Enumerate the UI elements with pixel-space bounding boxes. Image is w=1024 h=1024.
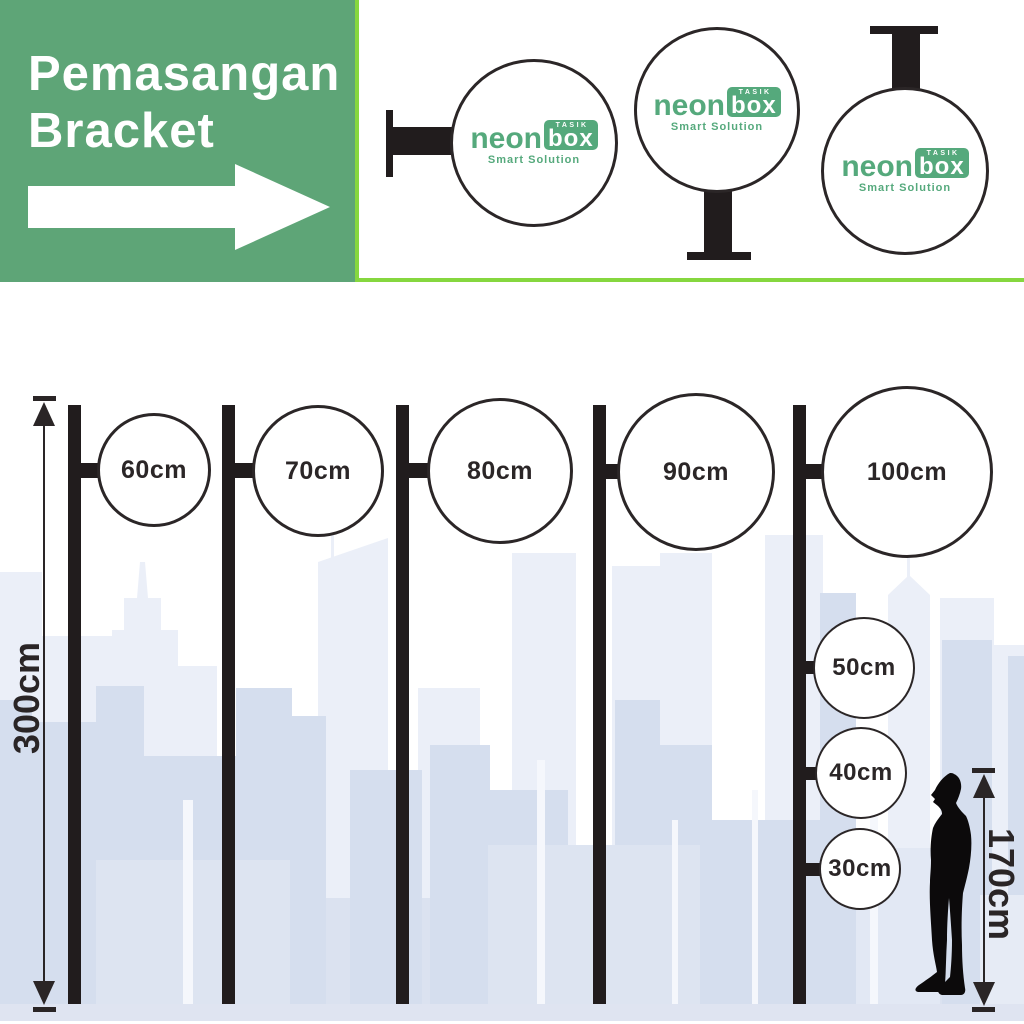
accent-line-horizontal	[359, 278, 1024, 282]
pole-2	[222, 405, 235, 1004]
arm-40	[806, 767, 817, 780]
pole-4	[593, 405, 606, 1004]
measure-300-down-arrow	[33, 981, 55, 1005]
size-label-80: 80cm	[467, 456, 533, 485]
size-disc-80: 80cm	[427, 398, 573, 544]
size-disc-70: 70cm	[252, 405, 384, 537]
size-label-90: 90cm	[663, 457, 729, 486]
measure-300-up-arrow	[33, 402, 55, 426]
logo-box-badge: TASIK box	[727, 86, 781, 119]
logo-box-badge: TASIK box	[915, 147, 969, 180]
logo-tagline: Smart Solution	[487, 154, 581, 167]
size-disc-40: 40cm	[815, 727, 907, 819]
logo-neon-text: neon	[653, 88, 725, 122]
measure-300-bottom-cap	[33, 1007, 56, 1012]
logo-tasik-text: TASIK	[738, 88, 772, 96]
person-silhouette	[915, 773, 972, 995]
logo-box-text: box	[731, 91, 777, 119]
pole-height-label: 300cm	[6, 641, 47, 755]
side-bracket-plate	[386, 110, 393, 177]
measure-300-top-cap	[33, 396, 56, 401]
measure-170-up-arrow	[973, 774, 995, 798]
pole-1	[68, 405, 81, 1004]
right-arrow-head	[235, 164, 330, 250]
size-disc-60: 60cm	[97, 413, 211, 527]
arm-80	[409, 463, 430, 478]
size-label-60: 60cm	[121, 455, 187, 484]
person-height-label: 170cm	[981, 827, 1022, 941]
size-disc-30: 30cm	[819, 828, 901, 910]
measure-170-bottom-cap	[972, 1007, 995, 1012]
logo-tagline: Smart Solution	[858, 182, 952, 195]
logo-box-text: box	[548, 124, 594, 152]
accent-line-vertical	[355, 0, 359, 282]
logo-box-badge: TASIK box	[544, 119, 598, 152]
top-bracket-post	[892, 33, 920, 91]
size-disc-50: 50cm	[813, 617, 915, 719]
side-bracket-arm	[391, 127, 452, 155]
logo-neon-text: neon	[841, 149, 913, 183]
neonbox-logo: neon TASIK box Smart Solution	[653, 86, 781, 134]
size-label-100: 100cm	[866, 457, 948, 486]
right-arrow-icon	[28, 186, 235, 228]
title-line2: Bracket	[28, 104, 215, 158]
pole-3	[396, 405, 409, 1004]
ground-strip	[0, 1004, 1024, 1021]
neonbox-sign-bottom: neon TASIK box Smart Solution	[634, 27, 800, 193]
page-title: Pemasangan Bracket	[28, 46, 340, 160]
arm-60	[81, 463, 99, 478]
size-label-30: 30cm	[828, 855, 892, 882]
size-label-70: 70cm	[285, 456, 351, 485]
neonbox-logo: neon TASIK box Smart Solution	[841, 147, 969, 195]
logo-tagline: Smart Solution	[670, 121, 764, 134]
measure-300-line	[43, 420, 45, 986]
title-line1: Pemasangan	[28, 47, 341, 101]
measure-170-top-cap	[972, 768, 995, 773]
top-bracket-plate	[870, 26, 938, 34]
logo-tasik-text: TASIK	[926, 149, 960, 157]
arm-100	[806, 464, 823, 479]
arm-90	[606, 464, 620, 479]
logo-tasik-text: TASIK	[555, 121, 589, 129]
logo-neon-text: neon	[470, 121, 542, 155]
measure-170-line	[983, 790, 985, 985]
bottom-bracket-base	[687, 252, 751, 260]
neonbox-sign-side: neon TASIK box Smart Solution	[450, 59, 618, 227]
bottom-bracket-post	[704, 188, 732, 253]
arm-70	[235, 463, 253, 478]
pole-5	[793, 405, 806, 1004]
neonbox-sign-top: neon TASIK box Smart Solution	[821, 87, 989, 255]
measure-170-down-arrow	[973, 982, 995, 1006]
logo-box-text: box	[919, 152, 965, 180]
size-disc-100: 100cm	[821, 386, 993, 558]
arm-30	[806, 863, 821, 876]
arm-50	[806, 661, 816, 674]
size-disc-90: 90cm	[617, 393, 775, 551]
size-label-40: 40cm	[829, 759, 893, 786]
size-label-50: 50cm	[832, 654, 896, 681]
neonbox-logo: neon TASIK box Smart Solution	[470, 119, 598, 167]
